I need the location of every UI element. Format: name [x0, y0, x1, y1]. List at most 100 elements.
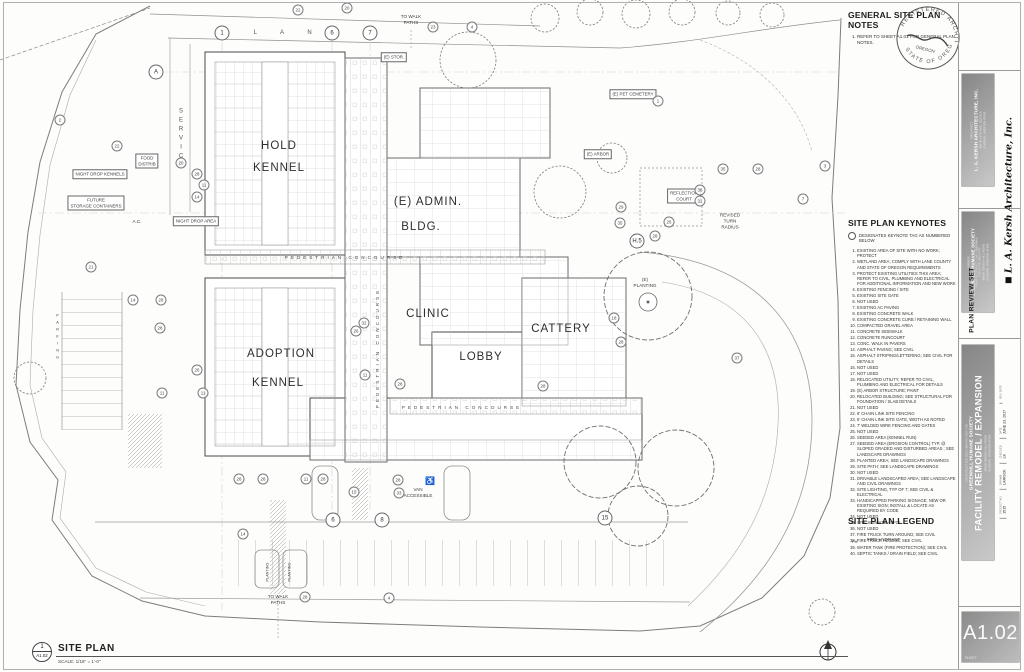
view-title: SITE PLAN	[58, 643, 115, 654]
keynote-item: NOT USED	[857, 405, 956, 410]
plan-label: BLDG.	[401, 221, 441, 234]
plan-label: LOBBY	[459, 351, 503, 364]
keynote-tag: 15	[348, 486, 360, 498]
keynote-item: CONC. WALK IN PAVERS	[857, 341, 956, 346]
keynote-tag: 38	[694, 184, 706, 196]
general-notes-list: REFER TO SHEET A1.01 FOR GENERAL PLAN NO…	[848, 34, 956, 46]
keynote-tag: 28	[317, 473, 329, 485]
keynote-tag: 14	[191, 191, 203, 203]
plan-label: TO WALK PATHS	[267, 593, 289, 605]
keynote-tag: 26	[663, 216, 675, 228]
sheet-number-box: A1.02 SHEET	[962, 612, 1019, 662]
legend-list: F.H. FIRE HYDRANT	[848, 530, 956, 548]
grid-bubble: 15	[597, 510, 613, 526]
plan-label: KENNEL	[252, 162, 306, 175]
keynote-tag: 32	[358, 317, 370, 329]
keynote-item: 7' WELDED WIRE FENCING AND GATES	[857, 423, 956, 428]
keynote-item: CONCRETE RUNCOURT	[857, 335, 956, 340]
view-tag: 1 A1.02	[32, 642, 52, 662]
keynote-tag: 35	[614, 217, 626, 229]
keynote-item: EXISTING AREA OF SITE WITH NO WORK; PROT…	[857, 248, 956, 258]
sheet-label: SHEET	[965, 656, 977, 660]
plan-label: PEDESTRIAN CONCOURSE	[401, 404, 523, 410]
keynote-item: SEPTIC TANKS / DRAIN FIELD; SEE CIVIL	[857, 551, 956, 556]
keynote-item: ASPHALT STRIPING/LETTERING; SEE CIVIL FO…	[857, 353, 956, 363]
keynote-tag: 28	[752, 163, 764, 175]
keynote-item: NOT USED	[857, 429, 956, 434]
grid-bubble: 7	[362, 25, 378, 41]
titleblock-rule-1	[958, 70, 1020, 71]
keynote-item: EXISTING CONCRETE CURB / RETAINING WALL	[857, 317, 956, 322]
titleblock-rule-4	[958, 606, 1020, 607]
keynote-tag: 26	[191, 364, 203, 376]
keynote-item: SEEDED AREA (EROSION CONTROL) TYP. @ SLO…	[857, 441, 956, 456]
keynote-tag: 14	[127, 294, 139, 306]
keynotes-list: EXISTING AREA OF SITE WITH NO WORK; PROT…	[848, 248, 956, 555]
keynote-tag-symbol-icon	[848, 232, 856, 240]
keynote-tag: 20	[341, 2, 353, 14]
keynote-item: HANDICAPPED PARKING SIGNAGE; NEW OR EXIS…	[857, 498, 956, 513]
legend-panel: SITE PLAN LEGEND F.H. FIRE HYDRANT	[848, 516, 956, 548]
keynote-item: 6' CHAIN LINK SITE FENCING	[857, 411, 956, 416]
plan-label: (E) PLANTING	[633, 276, 657, 288]
plan-label: REFLECTION COURT	[667, 188, 701, 204]
keynote-tag: 2	[54, 114, 66, 126]
view-tag-sheet: A1.02	[36, 653, 48, 658]
keynote-tag: 28	[233, 473, 245, 485]
plan-label: TO WALK PATHS	[400, 13, 422, 25]
plan-label: (E) ARBOR	[583, 149, 613, 159]
keynote-tag: 35	[717, 163, 729, 175]
general-notes-title: GENERAL SITE PLAN NOTES	[848, 10, 941, 30]
keynote-tag: 4	[466, 21, 478, 33]
keynote-item: SEEDED AREA (KENNEL RUN)	[857, 435, 956, 440]
keynote-tag: 22	[292, 4, 304, 16]
view-title-rule	[56, 656, 848, 657]
keynote-tag: 28	[392, 474, 404, 486]
keynote-item: PROTECT EXISTING UTILITIES THIS AREA; RE…	[857, 271, 956, 286]
general-notes-panel: GENERAL SITE PLAN NOTES REFER TO SHEET A…	[848, 10, 956, 47]
keynote-item: RELOCATED BUILDING; SEE STRUCTURAL FOR F…	[857, 394, 956, 404]
plan-label: CLINIC	[406, 308, 450, 321]
keynote-item: WATER TANK (FIRE PROTECTION); SEE CIVIL	[857, 545, 956, 550]
keynote-tag: 7	[797, 193, 809, 205]
keynote-tag: 26	[350, 325, 362, 337]
grid-bubble: 6	[325, 512, 341, 528]
keynote-tag-note-text: DESIGNATES KEYNOTE TAG AS NUMBERED BELOW	[859, 233, 951, 244]
keynote-item: NOT USED	[857, 365, 956, 370]
keynote-tag: 11	[197, 387, 209, 399]
legend-item: F.H. FIRE HYDRANT	[848, 530, 956, 548]
keynote-tag: 37	[731, 352, 743, 364]
keynote-tag: 28	[537, 380, 549, 392]
keynote-item: RELOCATED UTILITY; REFER TO CIVIL, PLUMB…	[857, 377, 956, 387]
keynote-item: FIRE TRUCK TURN AROUND; SEE CIVIL	[857, 532, 956, 537]
keynote-tag: 28	[615, 336, 627, 348]
grid-bubble: 1	[214, 25, 230, 41]
fire-hydrant-icon: F.H.	[851, 540, 859, 544]
keynote-tag: 22	[111, 140, 123, 152]
plan-label: PEDESTRIAN CONCOURSE	[284, 254, 406, 260]
plan-label: NIGHT DROP KENNELS	[72, 169, 128, 179]
keynote-item: EXISTING AC PAVING	[857, 305, 956, 310]
plan-label: (E) PET CEMETERY	[609, 89, 657, 99]
keynote-item: SITE SIGNAGE - OFCI	[857, 520, 956, 525]
svg-text:OREGON: OREGON	[915, 44, 935, 54]
architect-stamp-seal: REGISTERED ARCHITECT STATE OF OREGON ORE…	[891, 1, 965, 71]
plan-label: PARKING	[55, 313, 60, 363]
keynote-item: ASPHALT PAVING; SEE CIVIL	[857, 347, 956, 352]
sheet-border	[3, 2, 1021, 670]
project-title-box: CONSTRUCTION DOCUMENTS FOR THE GREENHILL…	[962, 345, 994, 560]
keynote-item: SITE PATH; SEE LANDSCAPE DRAWINGS	[857, 464, 956, 469]
plan-label: A.C.	[132, 218, 142, 224]
plan-label: L A N E	[253, 29, 351, 36]
keynote-tag: 3	[819, 160, 831, 172]
keynotes-title: SITE PLAN KEYNOTES	[848, 218, 947, 228]
keynote-item: CONCRETE SIDEWALK	[857, 329, 956, 334]
keynote-item: NOT USED	[857, 470, 956, 475]
plan-label: ♿	[425, 476, 435, 486]
keynote-tag: 11	[198, 179, 210, 191]
view-tag-number: 1	[33, 643, 51, 652]
keynote-tag: 11	[300, 473, 312, 485]
grid-bubble: H.5	[629, 233, 645, 249]
keynote-tag: 1	[652, 95, 664, 107]
